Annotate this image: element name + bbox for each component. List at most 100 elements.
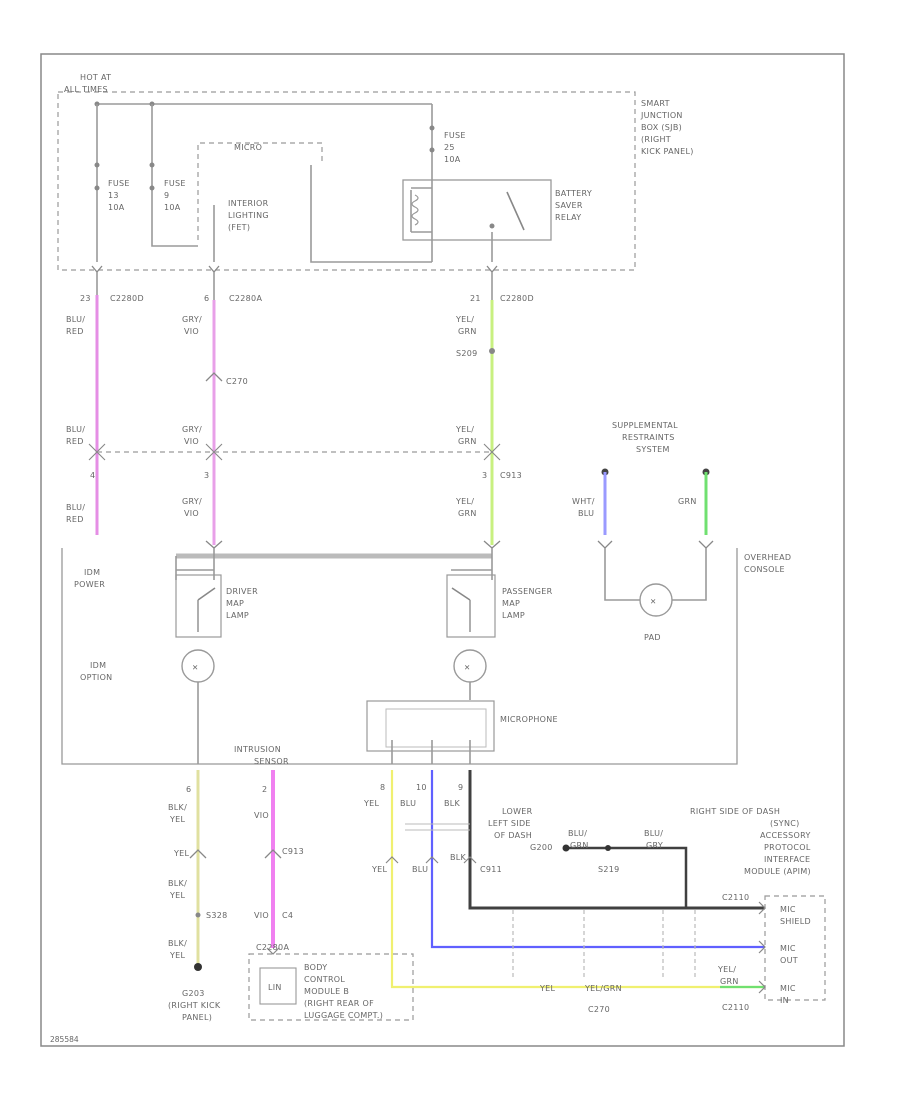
- blu-red-label-1a: BLU/: [66, 315, 85, 324]
- c911-label: C911: [480, 865, 502, 874]
- wire-blu: [430, 770, 765, 949]
- microphone-component: [366, 700, 495, 764]
- fuse13-label-2: 13: [108, 191, 119, 200]
- wire-yel: [390, 770, 765, 989]
- pin-3-label: 3: [204, 471, 209, 480]
- blk-label-1: BLK: [444, 799, 461, 808]
- grn-label: GRN: [678, 497, 697, 506]
- gry-vio-label-1b: VIO: [184, 327, 199, 336]
- bcm-label-5: LUGGAGE COMPT.): [304, 1011, 383, 1020]
- mic-shield-label-1: MIC: [780, 905, 796, 914]
- apim-label-4: PROTOCOL: [764, 843, 811, 852]
- vio-label-2: VIO: [254, 911, 269, 920]
- hot-at-label-1: HOT AT: [80, 73, 111, 82]
- gry-vio-label-2a: GRY/: [182, 425, 202, 434]
- ground-g203: [194, 963, 202, 971]
- fuse25-label-2: 25: [444, 143, 455, 152]
- c270-lower-label: C270: [588, 1005, 610, 1014]
- lin-label: LIN: [268, 983, 282, 992]
- fuse9-label-1: FUSE: [164, 179, 186, 188]
- mic-in-label-2: IN: [780, 996, 789, 1005]
- idm-power-label-2: POWER: [74, 580, 105, 589]
- blk-yel-label-3a: BLK/: [168, 939, 187, 948]
- yel-grn-label-2a: YEL/: [455, 425, 474, 434]
- gry-vio-label-3a: GRY/: [182, 497, 202, 506]
- bcm-box: [248, 953, 414, 1021]
- blk-yel-label-1a: BLK/: [168, 803, 187, 812]
- mic-in-label-1: MIC: [780, 984, 796, 993]
- svg-text:✕: ✕: [192, 663, 198, 672]
- pin-10-label: 10: [416, 783, 427, 792]
- pin-4-label: 4: [90, 471, 95, 480]
- yel-label-c913: YEL: [173, 849, 190, 858]
- apim-label-3: ACCESSORY: [760, 831, 811, 840]
- intrusion-sensor-label-1: INTRUSION: [234, 745, 281, 754]
- srs-label-2: RESTRAINTS: [622, 433, 675, 442]
- sjb-label-5: KICK PANEL): [641, 147, 694, 156]
- srs-pad-circuit: ✕: [597, 468, 714, 617]
- apim-label-1: RIGHT SIDE OF DASH: [690, 807, 780, 816]
- lower-left-dash-label-1: LOWER: [502, 807, 533, 816]
- passenger-map-lamp-label-3: LAMP: [502, 611, 525, 620]
- g203-label-2: (RIGHT KICK: [168, 1001, 221, 1010]
- mic-out-label-1: MIC: [780, 944, 796, 953]
- battery-saver-label-3: RELAY: [555, 213, 582, 222]
- bcm-label-2: CONTROL: [304, 975, 345, 984]
- sjb-box: [57, 91, 636, 271]
- driver-map-lamp-label-3: LAMP: [226, 611, 249, 620]
- c2280d-right-label: C2280D: [500, 294, 534, 303]
- driver-map-lamp-label-1: DRIVER: [226, 587, 258, 596]
- blk-yel-label-1b: YEL: [169, 815, 186, 824]
- blk-label-2: BLK: [450, 853, 467, 862]
- fuse13-label-3: 10A: [108, 203, 125, 212]
- blk-yel-label-2a: BLK/: [168, 879, 187, 888]
- yel-grn-horizontal-label: YEL/GRN: [584, 984, 622, 993]
- lower-left-dash-label-2: LEFT SIDE: [488, 819, 531, 828]
- pin-21-label: 21: [470, 294, 481, 303]
- blu-red-label-3b: RED: [66, 515, 84, 524]
- blu-red-label-2b: RED: [66, 437, 84, 446]
- lower-left-dash-label-3: OF DASH: [494, 831, 532, 840]
- wire-blu-gry: [566, 846, 688, 908]
- blu-red-label-3a: BLU/: [66, 503, 85, 512]
- wht-blu-label-2: BLU: [578, 509, 594, 518]
- s209-label: S209: [456, 349, 478, 358]
- yel-label-2: YEL: [363, 799, 380, 808]
- interior-lighting-label-3: (FET): [228, 223, 250, 232]
- pad-label: PAD: [644, 633, 661, 642]
- pin-9-label: 9: [458, 783, 463, 792]
- s328-label: S328: [206, 911, 228, 920]
- gry-vio-label-2b: VIO: [184, 437, 199, 446]
- yel-grn-label-1a: YEL/: [455, 315, 474, 324]
- pin-3-c913-label: 3: [482, 471, 487, 480]
- pin-23-label: 23: [80, 294, 91, 303]
- micro-label: MICRO: [234, 143, 262, 152]
- c2280a-label: C2280A: [229, 294, 262, 303]
- svg-text:✕: ✕: [650, 597, 656, 606]
- pin-8-label: 8: [380, 783, 385, 792]
- yel-grn-apim-label-1: YEL/: [717, 965, 736, 974]
- g203-label-3: PANEL): [182, 1013, 212, 1022]
- s219-label: S219: [598, 865, 620, 874]
- yel-grn-apim-label-2: GRN: [720, 977, 739, 986]
- c2110-label-2: C2110: [722, 1003, 749, 1012]
- driver-map-lamp-label-2: MAP: [226, 599, 244, 608]
- fuse13-label-1: FUSE: [108, 179, 130, 188]
- vio-label-1: VIO: [254, 811, 269, 820]
- gry-vio-label-1a: GRY/: [182, 315, 202, 324]
- blk-yel-label-3b: YEL: [169, 951, 186, 960]
- passenger-map-lamp-label-2: MAP: [502, 599, 520, 608]
- gry-vio-label-3b: VIO: [184, 509, 199, 518]
- srs-label-1: SUPPLEMENTAL: [612, 421, 678, 430]
- passenger-map-lamp-label-1: PASSENGER: [502, 587, 553, 596]
- svg-text:✕: ✕: [464, 663, 470, 672]
- diagram-code: 285584: [50, 1035, 79, 1044]
- battery-saver-label-1: BATTERY: [555, 189, 592, 198]
- bcm-label-1: BODY: [304, 963, 327, 972]
- fuse25-label-3: 10A: [444, 155, 461, 164]
- fuse9-label-3: 10A: [164, 203, 181, 212]
- apim-label-2: (SYNC): [770, 819, 800, 828]
- yel-label-3: YEL: [371, 865, 388, 874]
- splice-s209: [489, 348, 495, 354]
